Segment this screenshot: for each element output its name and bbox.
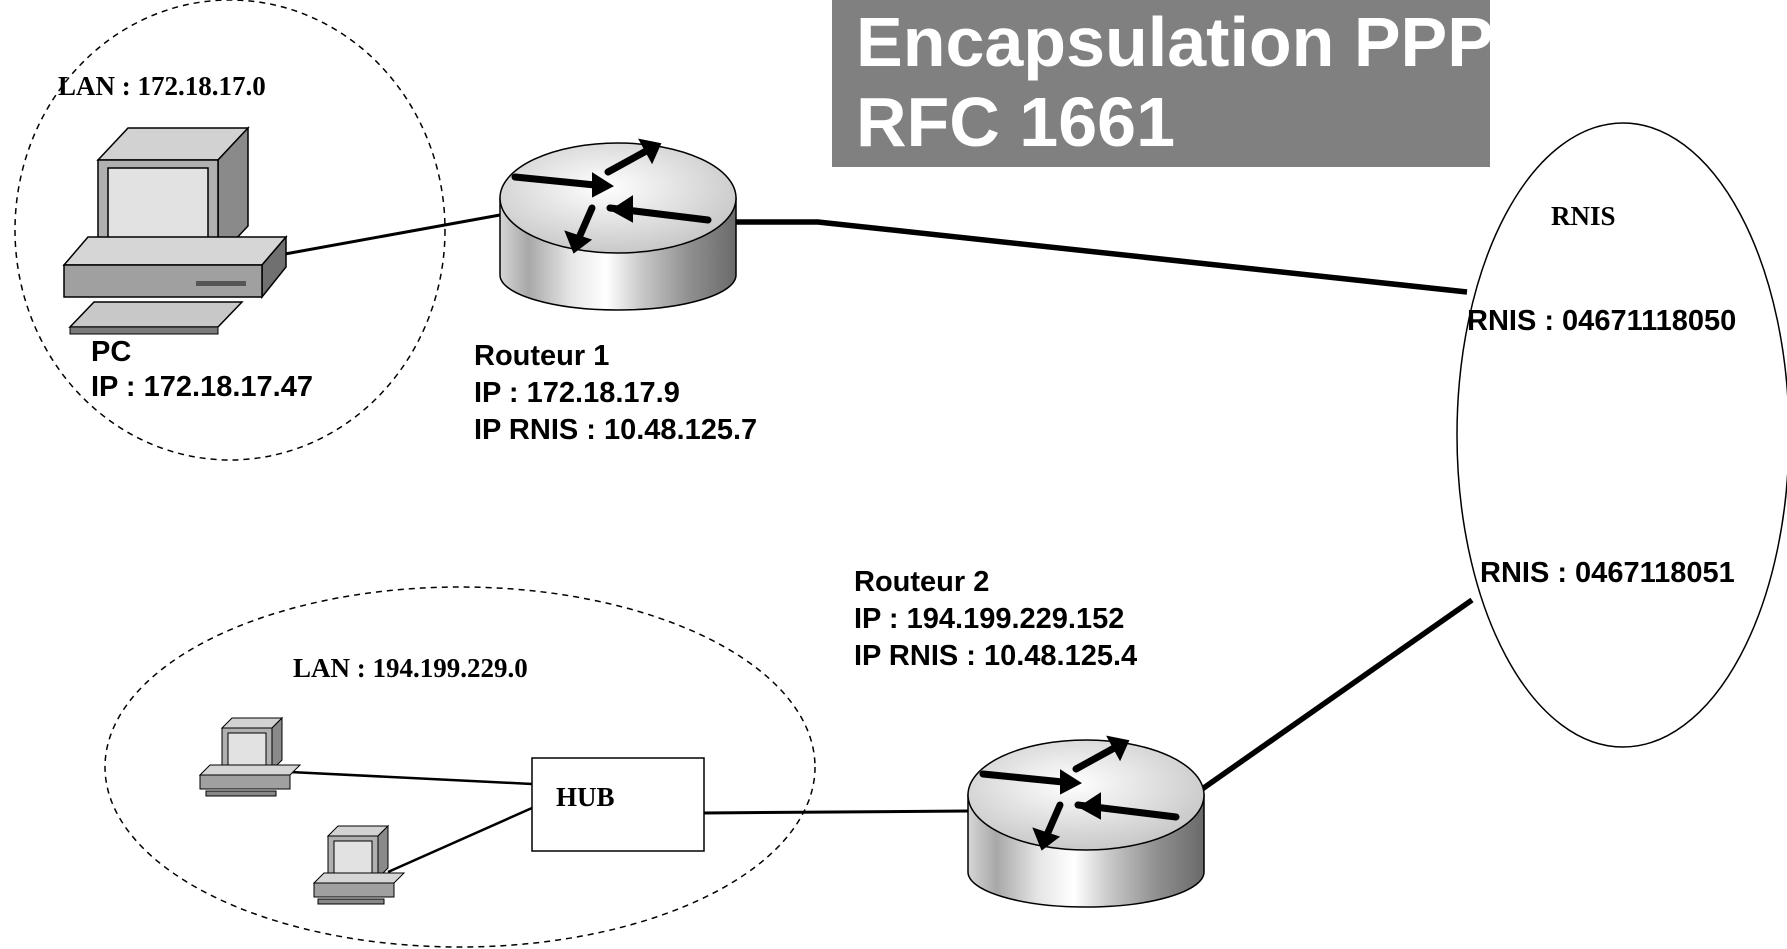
- title-banner: Encapsulation PPP RFC 1661: [832, 0, 1494, 167]
- pc-label: PC IP : 172.18.17.47: [91, 335, 313, 405]
- rnis-number-1: RNIS : 04671118050: [1467, 305, 1737, 337]
- router1-ip: IP : 172.18.17.9: [474, 377, 680, 409]
- lan2-label: LAN : 194.199.229.0: [293, 653, 528, 683]
- router1-name: Routeur 1: [474, 340, 610, 372]
- router2-ip: IP : 194.199.229.152: [854, 603, 1125, 635]
- router1-label: Routeur 1 IP : 172.18.17.9 IP RNIS : 10.…: [474, 338, 757, 449]
- desktop-computer-icon: [198, 716, 302, 797]
- rnis-number-2: RNIS : 0467118051: [1480, 557, 1735, 589]
- pc-ip: IP : 172.18.17.47: [91, 371, 313, 403]
- lan1-boundary: [14, 0, 446, 461]
- hub-box: [531, 757, 705, 852]
- title-line-1: Encapsulation PPP: [856, 3, 1494, 81]
- link-hub-router2: [703, 809, 969, 815]
- router1-ip-rnis: IP RNIS : 10.48.125.7: [474, 414, 758, 446]
- rnis-label: RNIS: [1551, 201, 1616, 231]
- link-router2-rnis: [1193, 597, 1474, 797]
- link-pc-b-hub: [387, 806, 533, 874]
- lan1-label: LAN : 172.18.17.0: [58, 71, 266, 101]
- link-router1-rnis: [735, 219, 1468, 295]
- router2-label: Routeur 2 IP : 194.199.229.152 IP RNIS :…: [854, 564, 1137, 675]
- link-pc-router1: [284, 213, 501, 256]
- router2-ip-rnis: IP RNIS : 10.48.125.4: [854, 640, 1138, 672]
- hub-label: HUB: [556, 782, 615, 812]
- rnis-network-ellipse: [1456, 122, 1787, 748]
- desktop-computer-icon: [312, 824, 406, 905]
- router-icon: [967, 735, 1205, 908]
- pc-name: PC: [91, 336, 132, 368]
- router2-name: Routeur 2: [854, 566, 990, 598]
- title-line-2: RFC 1661: [856, 83, 1176, 161]
- desktop-computer-icon: [62, 126, 288, 335]
- lan2-boundary: [104, 586, 816, 948]
- router-icon: [499, 138, 737, 311]
- link-pc-a-hub: [289, 770, 533, 786]
